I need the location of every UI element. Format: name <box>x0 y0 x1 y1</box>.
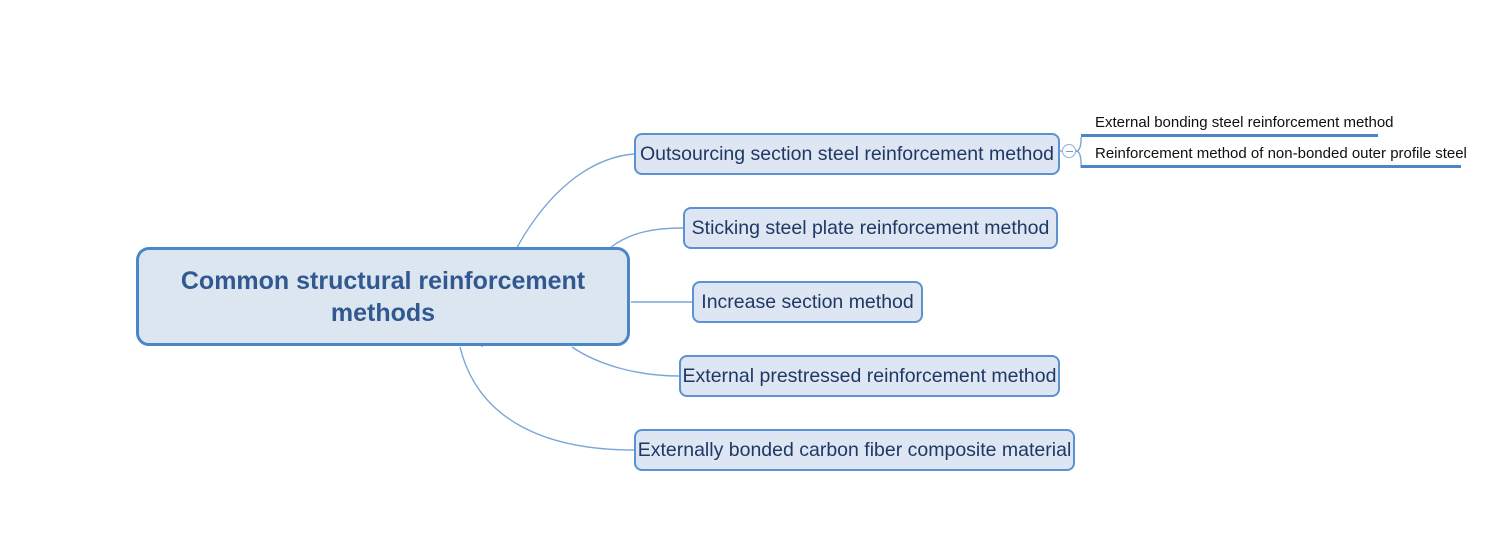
branch-node-sticking-steel-plate[interactable]: Sticking steel plate reinforcement metho… <box>683 207 1058 249</box>
root-node[interactable]: Common structural reinforcement methods <box>136 247 630 346</box>
branch-node-external-prestressed[interactable]: External prestressed reinforcement metho… <box>679 355 1060 397</box>
root-node-label: Common structural reinforcement methods <box>180 266 586 327</box>
branch-node-label: Sticking steel plate reinforcement metho… <box>691 216 1050 239</box>
branch-node-label: Increase section method <box>701 290 914 313</box>
sub-branch-label: Reinforcement method of non-bonded outer… <box>1095 145 1467 162</box>
minus-glyph <box>1065 150 1073 152</box>
branch-node-label: External prestressed reinforcement metho… <box>682 364 1057 387</box>
sub-branch-non-bonded-outer-profile-steel[interactable]: Reinforcement method of non-bonded outer… <box>1081 144 1467 168</box>
branch-node-outsourcing-section-steel[interactable]: Outsourcing section steel reinforcement … <box>634 133 1060 175</box>
sub-branch-label: External bonding steel reinforcement met… <box>1095 114 1394 131</box>
sub-branch-external-bonding-steel[interactable]: External bonding steel reinforcement met… <box>1081 113 1394 137</box>
minus-circle-icon[interactable] <box>1062 144 1076 158</box>
branch-node-label: Outsourcing section steel reinforcement … <box>639 142 1055 165</box>
branch-node-label: Externally bonded carbon fiber composite… <box>637 438 1072 461</box>
branch-node-externally-bonded-carbon-fiber[interactable]: Externally bonded carbon fiber composite… <box>634 429 1075 471</box>
branch-node-increase-section[interactable]: Increase section method <box>692 281 923 323</box>
